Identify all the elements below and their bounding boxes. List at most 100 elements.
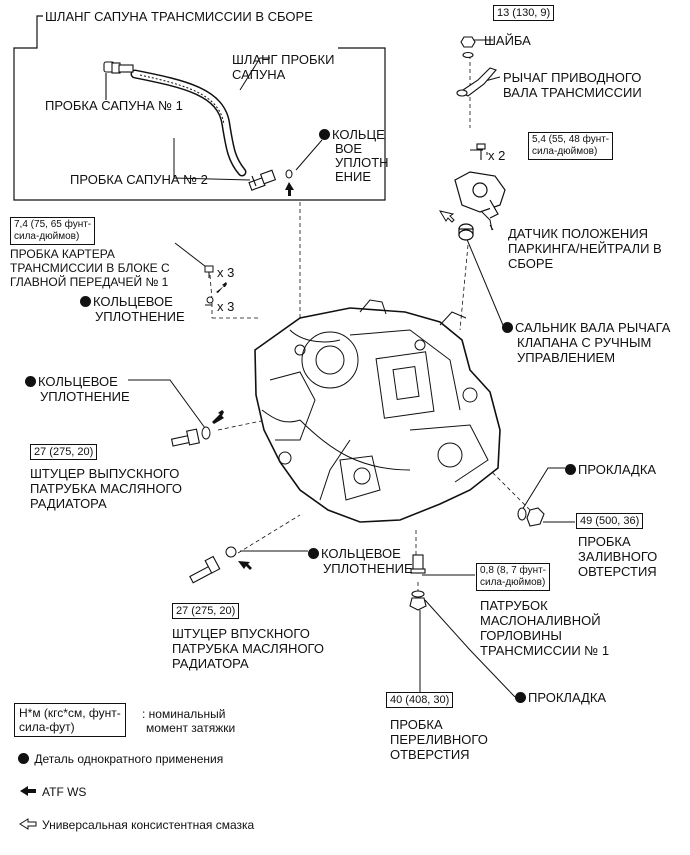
legend-grease-icon [19, 818, 37, 830]
oring-left-label-1: КОЛЬЦЕВОЕ [25, 374, 118, 389]
gasket-right-label: ПРОКЛАДКА [565, 462, 656, 477]
overflow-plug-label-1: ПРОБКА [390, 717, 443, 732]
oil-seal-label-1: САЛЬНИК ВАЛА РЫЧАГА [502, 320, 670, 335]
oring-top-label-1: КОЛЬЦЕ [319, 127, 385, 142]
inlet-union-part [189, 555, 221, 584]
overflow-plug-label-2: ПЕРЕЛИВНОГО [390, 732, 488, 747]
oring-top-label-2: ВОЕ [335, 141, 363, 156]
non-reusable-dot [25, 376, 36, 387]
breather-plug-hose-label-2: САПУНА [232, 67, 286, 82]
oring-left-shape [201, 426, 211, 440]
torque-box-27a: 27 (275, 20) [30, 444, 98, 460]
atf-arrow-top [285, 182, 294, 196]
torque-box-40: 40 (408, 30) [386, 692, 454, 708]
overflow-plug-part [409, 590, 427, 611]
legend-atf-icon [20, 786, 36, 796]
oring-mid-label-1: КОЛЬЦЕВОЕ [80, 294, 173, 309]
torque-0-8-line-2: сила-дюймов) [480, 577, 546, 588]
case-plug-label-3: ГЛАВНОЙ ПЕРЕДАЧЕЙ № 1 [10, 275, 169, 289]
non-reusable-dot [565, 464, 576, 475]
non-reusable-dot [515, 692, 526, 703]
atf-arrow-left [212, 410, 224, 424]
oring-low-label-2: УПЛОТНЕНИЕ [323, 561, 413, 576]
legend-torque-unit-1: Н*м (кгс*см, фунт- [19, 706, 121, 720]
inlet-union-label-3: РАДИАТОРА [172, 656, 249, 671]
case-plug-part [204, 265, 214, 278]
filler-tube-label-2: МАСЛОНАЛИВНОЙ [480, 613, 601, 628]
switch-label-3: СБОРЕ [508, 256, 554, 271]
oring-low-shape [225, 546, 237, 558]
legend-torque-unit-2: сила-фут) [19, 720, 75, 734]
neutral-start-switch [454, 171, 506, 219]
transmission-case [254, 307, 501, 523]
washer-label: ШАЙБА [484, 33, 531, 48]
qty-x2: x 2 [488, 148, 506, 163]
case-plug-label-1: ПРОБКА КАРТЕРА [10, 247, 115, 261]
bolt-5-4 [476, 143, 486, 160]
legend-torque-box: Н*м (кгс*см, фунт- сила-фут) [14, 703, 126, 737]
breather-plug-2-label: ПРОБКА САПУНА № 2 [70, 172, 208, 187]
non-reusable-dot [308, 548, 319, 559]
torque-0-8-line-1: 0,8 (8, 7 фунт- [480, 565, 547, 576]
oring-top-label-3: УПЛОТН [335, 155, 389, 170]
switch-label-2: ПАРКИНГА/НЕЙТРАЛИ В [508, 241, 662, 256]
lever-label-1: РЫЧАГ ПРИВОДНОГО [503, 70, 642, 85]
lever-label-2: ВАЛА ТРАНСМИССИИ [503, 85, 642, 100]
legend-torque-desc-2: момент затяжки [146, 721, 236, 735]
overflow-plug-label-3: ОТВЕРСТИЯ [390, 747, 470, 762]
filler-plug-label-3: ОВТЕРСТИЯ [578, 564, 657, 579]
torque-box-13: 13 (130, 9) [493, 5, 555, 21]
legend-atf: ATF WS [42, 785, 87, 799]
nut-13 [460, 36, 476, 59]
legend-torque-desc-1: : номинальный [142, 707, 226, 721]
filler-tube-label-3: ГОРЛОВИНЫ [480, 628, 562, 643]
torque-7-4-line-2: сила-дюймов) [14, 231, 80, 242]
grease-arrow [438, 210, 455, 223]
oil-seal-label-3: УПРАВЛЕНИЕМ [517, 350, 616, 365]
oring-mid-shape [206, 296, 214, 304]
control-shaft-lever [456, 67, 497, 97]
gasket-low-label: ПРОКЛАДКА [515, 690, 606, 705]
breather-plug-2 [248, 169, 277, 191]
switch-label-1: ДАТЧИК ПОЛОЖЕНИЯ [508, 226, 649, 241]
inlet-union-label-2: ПАТРУБКА МАСЛЯНОГО [172, 641, 324, 656]
qty-x3-plug: x 3 [217, 265, 235, 280]
outlet-union-label-3: РАДИАТОРА [30, 496, 107, 511]
torque-5-4-line-2: сила-дюймов) [532, 146, 598, 157]
filler-tube-label-4: ТРАНСМИССИИ № 1 [480, 643, 610, 658]
breather-hose [130, 69, 247, 177]
case-plug-label-2: ТРАНСМИССИИ В БЛОКЕ С [10, 261, 170, 275]
filler-plug-part [517, 507, 545, 527]
torque-box-7-4: 7,4 (75, 65 фунт- сила-дюймов) [10, 217, 96, 245]
non-reusable-dot [18, 753, 29, 764]
filler-tube-label-1: ПАТРУБОК [480, 598, 548, 613]
breather-plug-hose-label-1: ШЛАНГ ПРОБКИ [232, 52, 335, 67]
atf-arrow-low [238, 561, 252, 570]
outlet-union-label-1: ШТУЦЕР ВЫПУСКНОГО [30, 466, 180, 481]
torque-5-4-line-1: 5,4 (55, 48 фунт- [532, 134, 610, 145]
torque-box-0-8: 0,8 (8, 7 фунт- сила-дюймов) [476, 563, 551, 591]
manual-valve-oil-seal [458, 223, 474, 241]
torque-box-5-4: 5,4 (55, 48 фунт- сила-дюймов) [528, 132, 614, 160]
atf-arrow-mid [216, 282, 227, 293]
filler-tube-part [410, 554, 426, 574]
torque-box-27b: 27 (275, 20) [172, 603, 240, 619]
outlet-union-label-2: ПАТРУБКА МАСЛЯНОГО [30, 481, 182, 496]
oring-left-label-2: УПЛОТНЕНИЕ [40, 389, 130, 404]
non-reusable-dot [502, 322, 513, 333]
inlet-union-label-1: ШТУЦЕР ВПУСКНОГО [172, 626, 310, 641]
oil-seal-label-2: КЛАПАНА С РУЧНЫМ [517, 335, 652, 350]
filler-plug-label-1: ПРОБКА [578, 534, 631, 549]
non-reusable-dot [319, 129, 330, 140]
oring-mid-label-2: УПЛОТНЕНИЕ [95, 309, 185, 324]
oring-top-label-4: ЕНИЕ [335, 169, 372, 184]
legend-non-reusable: Деталь однократного применения [18, 752, 223, 767]
non-reusable-dot [80, 296, 91, 307]
breather-plug-1-label: ПРОБКА САПУНА № 1 [45, 98, 183, 113]
breather-assembly-title: ШЛАНГ САПУНА ТРАНСМИССИИ В СБОРЕ [45, 9, 313, 24]
transmission-details [261, 299, 489, 501]
leader-lines [128, 39, 575, 698]
filler-plug-label-2: ЗАЛИВНОГО [578, 549, 658, 564]
